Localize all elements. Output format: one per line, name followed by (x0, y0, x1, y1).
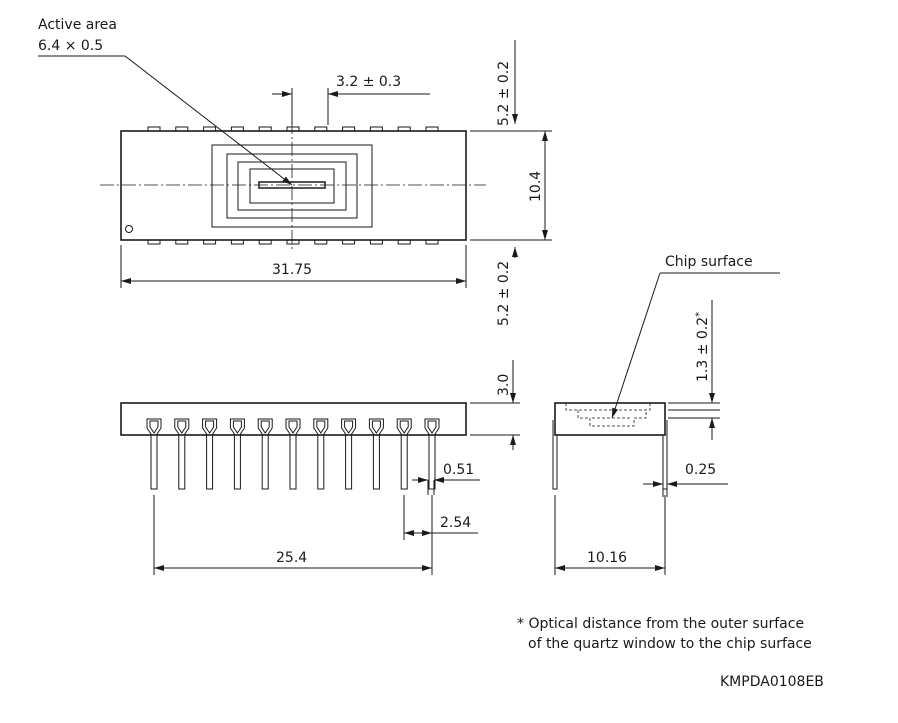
chip-surface-label: Chip surface (665, 254, 753, 270)
active-area-size: 6.4 × 0.5 (38, 38, 103, 54)
pin1-index-mark (125, 225, 133, 233)
upper-offset-dimension: 5.2 ± 0.2 (496, 61, 512, 126)
front-lead (174, 418, 190, 490)
front-lead (146, 418, 162, 490)
side-right-lead (662, 420, 668, 490)
front-lead-inner (149, 420, 159, 434)
lead-width-dimension: 0.51 (443, 462, 474, 478)
drawing-code: KMPDA0108EB (720, 674, 824, 690)
front-lead-inner (427, 420, 437, 434)
top-view: Active area 6.4 × 0.5 3.2 ± 0.3 31.75 10… (38, 17, 552, 326)
lead-span-dimension: 25.4 (276, 550, 307, 566)
side-view: Chip surface 1.3 ± 0.2* 0.25 10.16 (552, 254, 780, 575)
optical-distance-dimension: 1.3 ± 0.2* (694, 312, 711, 382)
front-lead-inner (205, 420, 215, 434)
lower-offset-dimension: 5.2 ± 0.2 (496, 261, 512, 326)
footnote-line-2: of the quartz window to the chip surface (528, 636, 812, 652)
front-lead-inner (344, 420, 354, 434)
side-view-package-body (554, 402, 666, 436)
side-thickness-dimension: 3.0 (496, 374, 512, 396)
lead-thickness-dimension: 0.25 (685, 462, 716, 478)
row-spacing-dimension: 10.16 (587, 550, 627, 566)
front-lead (257, 418, 273, 490)
body-height-dimension: 10.4 (528, 171, 544, 202)
front-lead (341, 418, 357, 490)
front-lead-inner (177, 420, 187, 434)
footnote-line-1: * Optical distance from the outer surfac… (517, 616, 804, 632)
front-lead (285, 418, 301, 490)
front-lead (202, 418, 218, 490)
front-lead (313, 418, 329, 490)
front-lead-inner (399, 420, 409, 434)
active-area-title: Active area (38, 17, 117, 33)
front-lead (368, 418, 384, 490)
front-lead-inner (288, 420, 298, 434)
front-view-leads (146, 418, 440, 490)
window-width-dimension: 3.2 ± 0.3 (336, 74, 401, 90)
front-lead (396, 418, 412, 490)
front-lead-inner (316, 420, 326, 434)
front-lead-inner (232, 420, 242, 434)
front-lead (424, 418, 440, 490)
front-view: 3.0 0.51 2.54 25.4 (120, 360, 520, 575)
side-left-lead (552, 420, 558, 490)
active-area-leader-diagonal (124, 55, 293, 186)
top-view-package-body (120, 130, 467, 241)
front-lead-inner (260, 420, 270, 434)
lead-pitch-dimension: 2.54 (440, 515, 471, 531)
front-lead (229, 418, 245, 490)
body-length-dimension: 31.75 (272, 262, 312, 278)
front-lead-inner (371, 420, 381, 434)
chip-cavity-outline (577, 410, 647, 427)
